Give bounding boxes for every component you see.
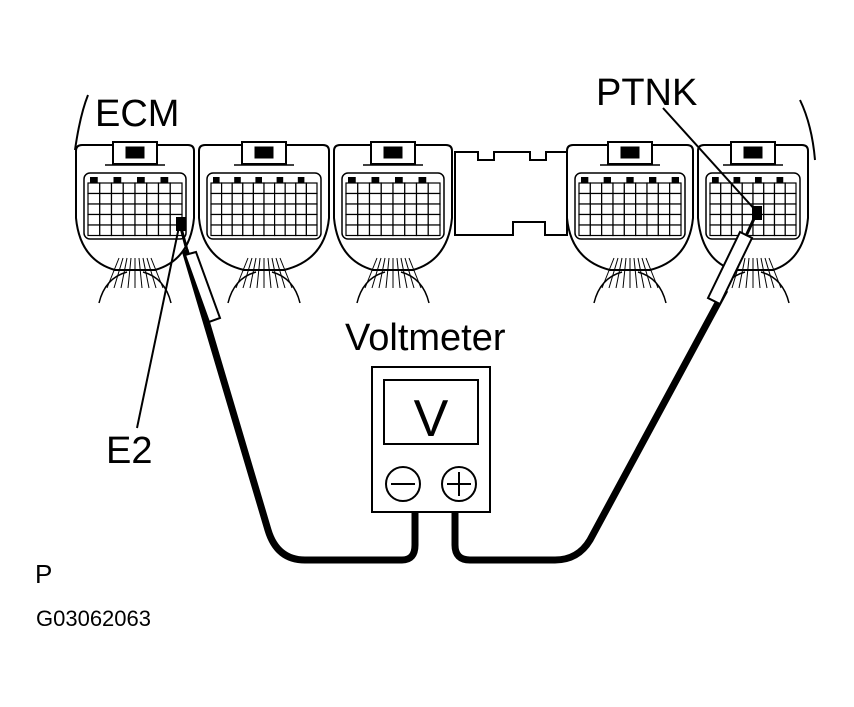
positive-test-lead (451, 288, 729, 564)
connector-2 (198, 141, 330, 304)
connector-4 (566, 141, 694, 304)
display-symbol: V (414, 390, 449, 448)
positive-probe (706, 209, 760, 306)
voltmeter: V (371, 366, 491, 513)
plus-circle-icon (441, 466, 477, 502)
negative-probe (179, 227, 222, 324)
e2-terminal (176, 217, 186, 231)
center-plate (454, 151, 568, 236)
minus-circle-icon (385, 466, 421, 502)
connector-1 (75, 141, 195, 304)
ecm-connectors (75, 141, 809, 304)
corner-letter: P (35, 559, 52, 589)
connector-3 (333, 141, 453, 304)
voltmeter-label: Voltmeter (345, 317, 506, 359)
ecm-label: ECM (95, 93, 179, 135)
figure-code: G03062063 (36, 606, 151, 631)
ptnk-leader-line (662, 107, 758, 213)
housing-left-edge (74, 94, 89, 151)
negative-test-lead (181, 249, 419, 564)
voltmeter-display (383, 379, 479, 445)
e2-leader-line (136, 221, 181, 429)
e2-label: E2 (106, 430, 152, 472)
ptnk-label: PTNK (596, 72, 697, 114)
housing-right-edge (799, 99, 816, 161)
